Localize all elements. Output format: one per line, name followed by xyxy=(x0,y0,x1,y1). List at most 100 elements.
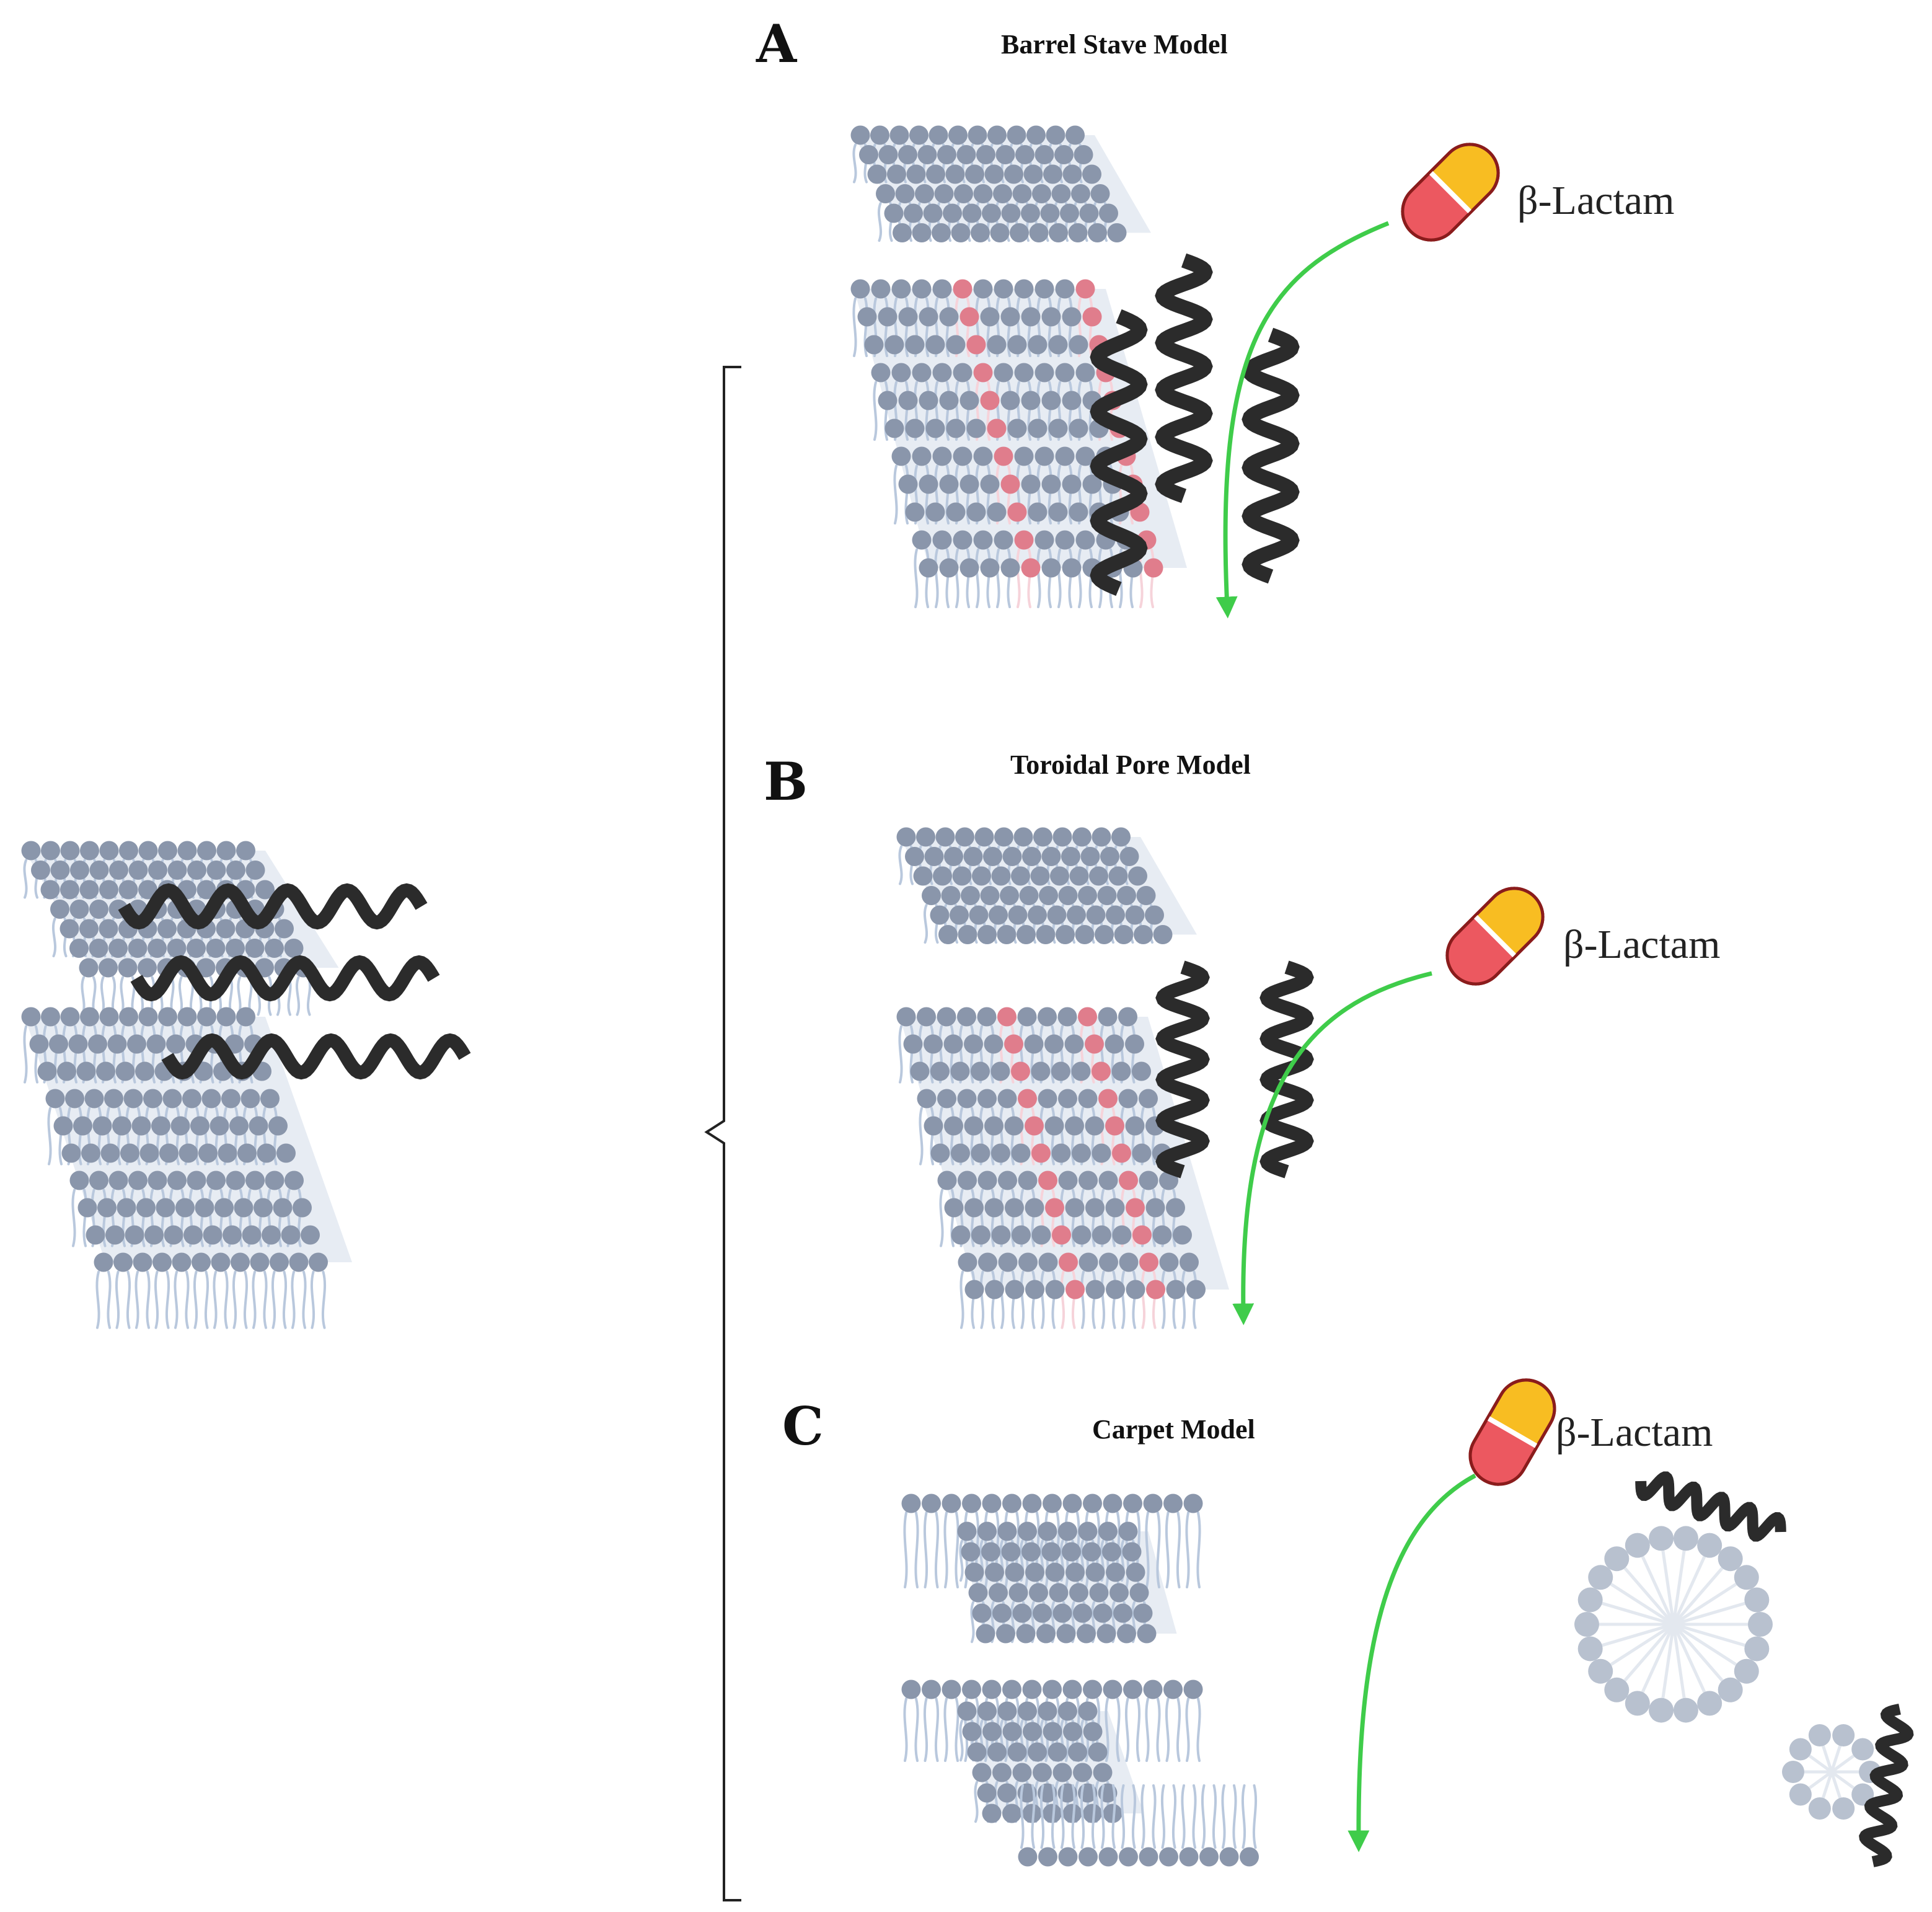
lipid-head xyxy=(1036,1624,1056,1644)
lipid-head xyxy=(257,1143,276,1163)
drug-path-arrow-a xyxy=(1215,221,1390,619)
lipid-head xyxy=(1018,1701,1037,1721)
lipid-head xyxy=(1093,1603,1113,1623)
lipid-head xyxy=(1673,1697,1698,1723)
lipid-tail xyxy=(903,1511,919,1588)
lipid-head xyxy=(1051,1143,1071,1163)
lipid-head xyxy=(1055,446,1075,466)
lipid-head xyxy=(69,900,89,919)
lipid-head xyxy=(1105,1198,1125,1218)
lipid-tail xyxy=(1140,1784,1157,1849)
lipid-head xyxy=(1025,1280,1044,1299)
lipid-head xyxy=(1092,1143,1111,1163)
lipid-head xyxy=(1072,1143,1091,1163)
lipid-tail xyxy=(1830,1770,1855,1789)
lipid-head xyxy=(1119,1171,1138,1190)
lipid-head xyxy=(1166,1280,1186,1299)
lipid-head xyxy=(268,1116,288,1136)
lipid-head xyxy=(1059,1252,1078,1272)
lipid-head xyxy=(53,1116,73,1136)
lipid-head xyxy=(984,164,1004,184)
lipid-head xyxy=(41,841,60,861)
lipid-head xyxy=(1024,1034,1044,1054)
lipid-head xyxy=(254,1198,273,1218)
lipid-head xyxy=(159,1143,179,1163)
lipid-head xyxy=(1033,1603,1052,1623)
lipid-tail xyxy=(154,1270,170,1329)
lipid-head xyxy=(45,1089,65,1109)
lipid-head xyxy=(903,1034,923,1054)
lipid-head xyxy=(938,925,958,944)
lipid-head xyxy=(148,1171,167,1190)
barrel-stave-peptides xyxy=(1090,253,1300,596)
lipid-head xyxy=(1028,418,1048,438)
lipid-head xyxy=(1577,1636,1603,1662)
lipid-head xyxy=(1055,363,1075,383)
lipid-head xyxy=(997,925,1017,944)
lipid-head xyxy=(1012,1225,1031,1245)
lipid-head xyxy=(891,363,911,383)
lipid-head xyxy=(1078,1521,1098,1541)
lipid-head xyxy=(1114,925,1134,944)
lipid-head xyxy=(910,1061,930,1081)
micelle-helix-group xyxy=(1859,1703,1914,1867)
lipid-head xyxy=(948,125,968,145)
lipid-head xyxy=(1015,145,1034,164)
lipid-head xyxy=(226,1171,245,1190)
lipid-head xyxy=(1078,1171,1098,1190)
lipid-tail xyxy=(943,1511,959,1588)
lipid-head xyxy=(1117,1624,1136,1644)
lipid-head xyxy=(993,184,1012,203)
lipid-head xyxy=(1039,886,1058,905)
lipid-head xyxy=(289,1252,309,1272)
lipid-head xyxy=(158,841,177,861)
lipid-tail xyxy=(873,381,889,441)
lipid-head xyxy=(915,184,934,203)
lipid-head xyxy=(964,1034,983,1054)
lipid-head xyxy=(1832,1797,1855,1820)
lipid-head xyxy=(1113,1603,1132,1623)
lipid-head xyxy=(933,866,952,886)
lipid-tail xyxy=(959,1270,976,1329)
lipid-head xyxy=(1136,886,1156,905)
lipid-head xyxy=(1011,1061,1030,1081)
lipid-head xyxy=(1008,1583,1028,1603)
lipid-head xyxy=(956,145,976,164)
bracket-icon xyxy=(704,366,741,1901)
lipid-head xyxy=(1062,1494,1082,1513)
lipid-head xyxy=(1697,1691,1722,1716)
lipid-head xyxy=(1034,363,1054,383)
lipid-head xyxy=(80,841,99,861)
lipid-head xyxy=(1010,223,1029,242)
lipid-tail xyxy=(1610,1583,1675,1626)
lipid-head xyxy=(994,827,1013,847)
lipid-head xyxy=(926,164,945,184)
lipid-head xyxy=(1808,1797,1831,1820)
lipid-head xyxy=(1002,1804,1021,1823)
lipid-tail xyxy=(1020,1270,1036,1329)
lipid-head xyxy=(68,1034,88,1054)
lipid-head xyxy=(980,307,1000,327)
lipid-tail xyxy=(1221,1784,1237,1849)
lipid-head xyxy=(939,474,959,494)
lipid-head xyxy=(1022,1494,1042,1513)
lipid-head xyxy=(293,1198,312,1218)
lipid-head xyxy=(1068,223,1088,242)
lipid-head xyxy=(1031,1143,1051,1163)
lipid-head xyxy=(982,1680,1002,1699)
lipid-head xyxy=(1132,1061,1151,1081)
lipid-head xyxy=(61,1143,81,1163)
lipid-head xyxy=(1054,145,1074,164)
lipid-head xyxy=(265,939,284,958)
lipid-head xyxy=(255,880,275,900)
lipid-tail xyxy=(291,1270,307,1329)
lipid-tail xyxy=(1080,1784,1096,1849)
lipid-head xyxy=(1072,827,1092,847)
lipid-head xyxy=(1199,1847,1219,1867)
lipid-head xyxy=(891,279,911,299)
lipid-head xyxy=(1048,418,1068,438)
lipid-head xyxy=(996,1624,1015,1644)
lipid-head xyxy=(144,1225,164,1245)
lipid-head xyxy=(1108,866,1128,886)
